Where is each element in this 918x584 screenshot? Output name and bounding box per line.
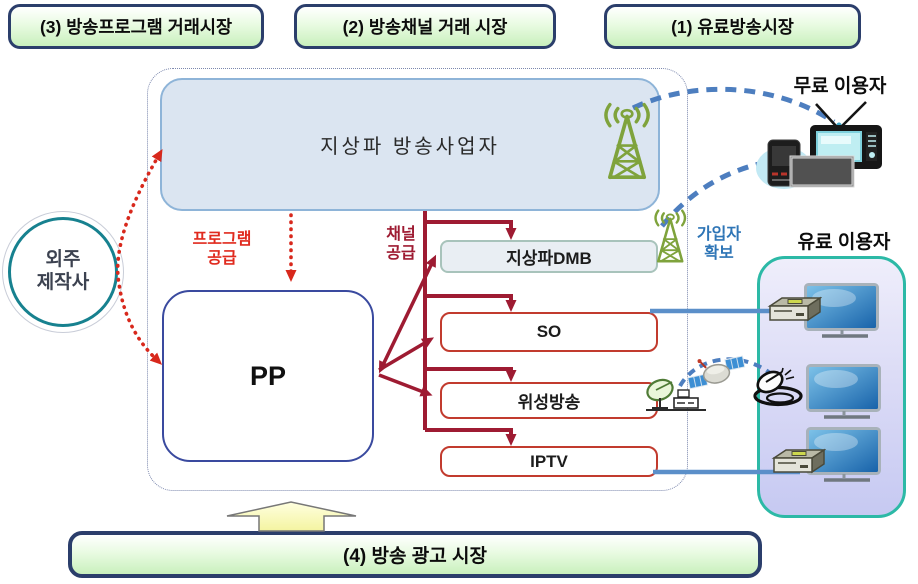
portable-player-icon bbox=[756, 139, 812, 189]
flat-panel-icon bbox=[789, 155, 855, 188]
outsourced-producer-line1: 외주 bbox=[45, 249, 81, 271]
crt-tv-icon bbox=[810, 101, 882, 169]
label-paid-users: 유료 이용자 bbox=[797, 232, 891, 253]
program-supply-line1: 프로그램 bbox=[192, 231, 252, 248]
paid-users-panel bbox=[757, 256, 906, 518]
up-arrow-shape bbox=[226, 501, 357, 532]
market-box-program-trade: (3) 방송프로그램 거래시장 bbox=[8, 4, 264, 49]
subscriber-acquisition-line1: 가입자 bbox=[696, 226, 742, 243]
node-pp: PP bbox=[162, 290, 374, 462]
node-terrestrial-dmb: 지상파DMB bbox=[440, 240, 658, 273]
subscriber-acquisition-line2: 확보 bbox=[704, 244, 734, 262]
node-iptv: IPTV bbox=[440, 446, 658, 477]
market-box-pay-tv: (1) 유료방송시장 bbox=[604, 4, 861, 49]
channel-supply-line2: 공급 bbox=[386, 244, 416, 262]
satellite-icon bbox=[687, 355, 746, 390]
node-so: SO bbox=[440, 312, 658, 352]
channel-supply-line1: 채널 bbox=[386, 226, 416, 243]
program-supply-line2: 공급 bbox=[207, 249, 237, 267]
node-terrestrial-broadcaster: 지상파 방송사업자 bbox=[160, 78, 660, 211]
label-channel-supply: 채널 공급 bbox=[377, 226, 425, 264]
label-program-supply: 프로그램 공급 bbox=[182, 231, 262, 269]
node-outsourced-producer: 외주 제작사 bbox=[2, 211, 124, 333]
market-box-channel-trade: (2) 방송채널 거래 시장 bbox=[294, 4, 556, 49]
label-free-users: 무료 이용자 bbox=[793, 76, 887, 97]
outsourced-producer-circle: 외주 제작사 bbox=[8, 217, 118, 327]
outsourced-producer-line2: 제작사 bbox=[36, 272, 90, 293]
market-box-broadcast-ad: (4) 방송 광고 시장 bbox=[68, 531, 762, 578]
node-satellite-broadcasting: 위성방송 bbox=[440, 382, 658, 419]
label-subscriber-acquisition: 가입자 확보 bbox=[688, 226, 750, 264]
